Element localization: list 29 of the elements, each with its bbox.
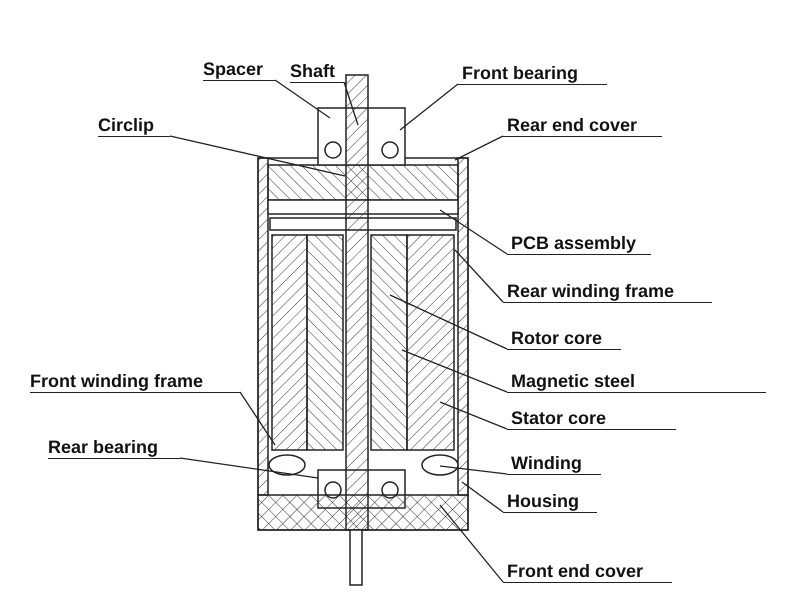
leader-line: [440, 465, 508, 475]
part-label: PCB assembly: [507, 232, 651, 255]
part-label: Circlip: [98, 114, 170, 137]
leader-line: [440, 401, 508, 430]
leader-line: [390, 294, 508, 350]
leader-line: [440, 209, 508, 255]
part-label: Winding: [507, 452, 601, 475]
leader-line: [180, 457, 318, 479]
part-label: Housing: [503, 490, 597, 513]
leader-line: [274, 79, 330, 119]
leader-line: [402, 349, 508, 393]
part-label: Front winding frame: [30, 370, 240, 393]
part-label: Spacer: [203, 58, 275, 81]
part-label: Rotor core: [507, 327, 621, 350]
part-label: Shaft: [290, 60, 344, 83]
part-label: Rear winding frame: [503, 280, 712, 303]
part-label: Front end cover: [503, 560, 672, 583]
part-label: Stator core: [507, 407, 676, 430]
part-label: Front bearing: [458, 62, 607, 85]
part-label: Magnetic steel: [507, 370, 766, 393]
leader-line: [454, 135, 504, 161]
leader-line: [440, 504, 504, 582]
leader-line: [239, 392, 276, 446]
leader-line: [462, 481, 504, 513]
part-label: Rear bearing: [48, 436, 180, 459]
leader-line: [170, 135, 346, 177]
leader-line: [400, 84, 458, 130]
part-label: Rear end cover: [503, 114, 662, 137]
leader-line: [454, 250, 504, 302]
